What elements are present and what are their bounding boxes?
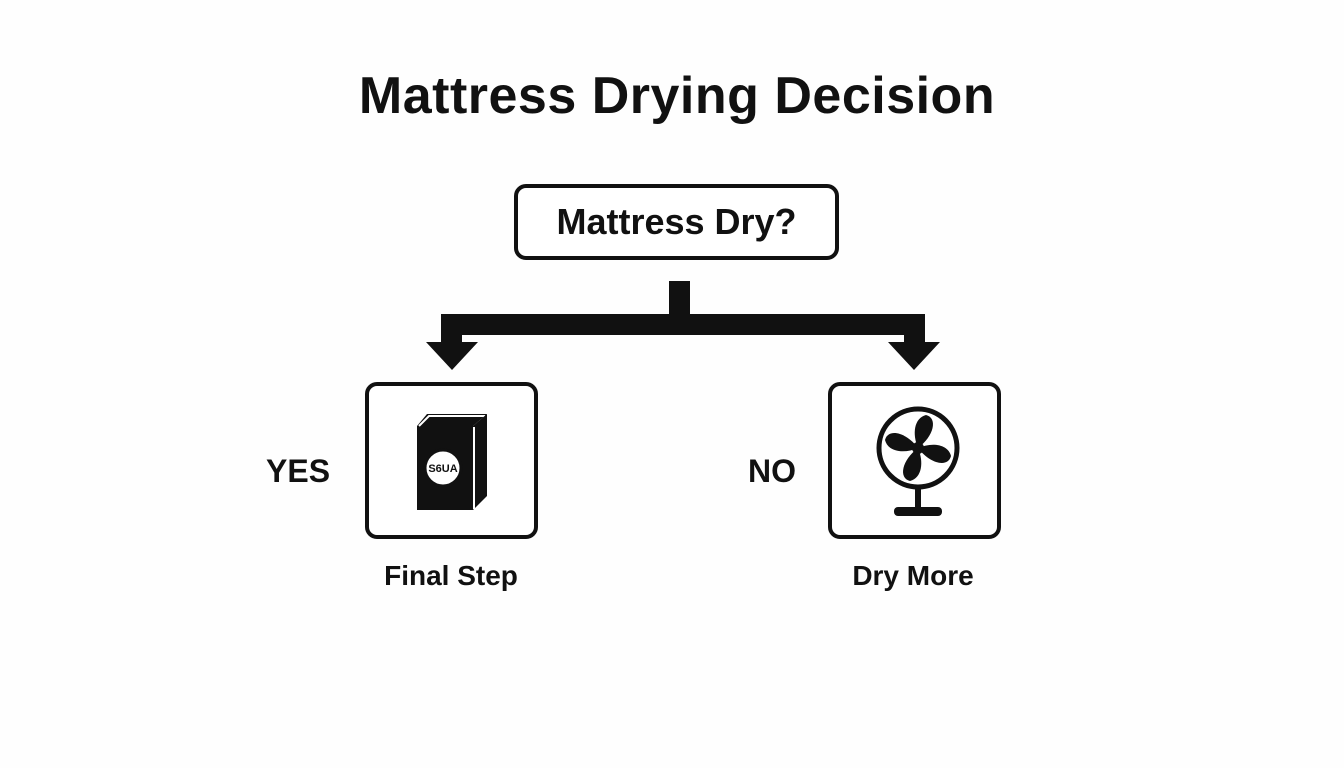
- stem-connector: [669, 281, 690, 321]
- no-label: NO: [748, 453, 796, 489]
- horizontal-connector: [441, 314, 925, 335]
- product-box-icon: S6UA: [417, 414, 487, 510]
- product-box-label: S6UA: [428, 463, 457, 475]
- fan-icon: [876, 406, 960, 516]
- outcome-node-no: [828, 382, 1001, 539]
- decision-node: Mattress Dry?: [514, 184, 839, 260]
- left-drop-connector: [441, 314, 462, 344]
- outcome-node-yes: S6UA: [365, 382, 538, 539]
- right-drop-connector: [904, 314, 925, 344]
- decision-question: Mattress Dry?: [556, 201, 797, 242]
- left-arrowhead-icon: [426, 342, 478, 370]
- yes-caption: Final Step: [384, 560, 518, 591]
- yes-label: YES: [266, 453, 331, 489]
- right-arrowhead-icon: [888, 342, 940, 370]
- page-title: Mattress Drying Decision: [358, 67, 996, 125]
- no-caption: Dry More: [852, 560, 974, 591]
